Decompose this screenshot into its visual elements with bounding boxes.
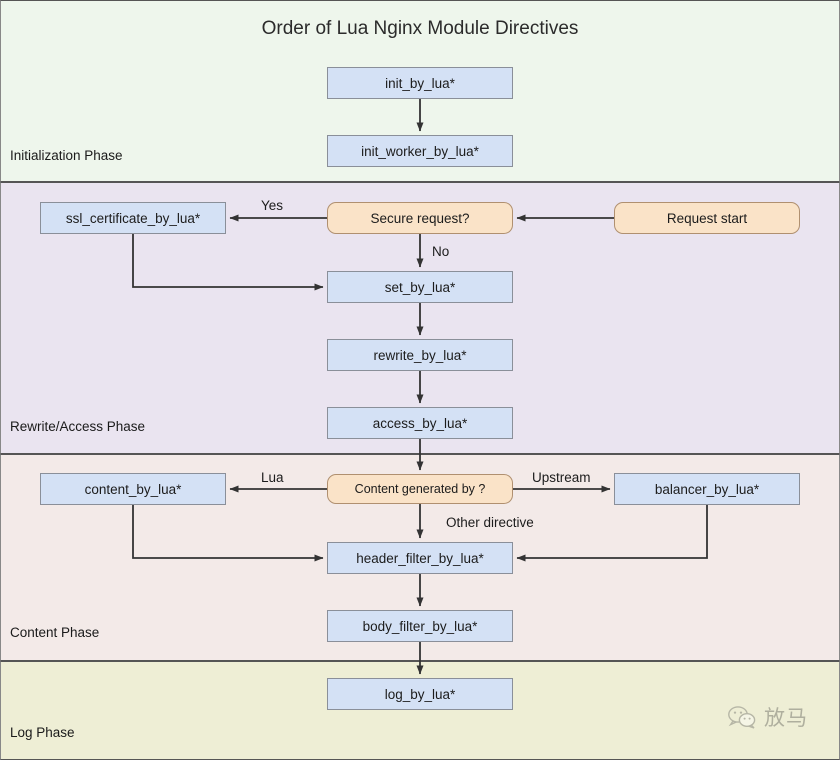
node-content-by-lua[interactable]: content_by_lua*: [40, 473, 226, 505]
node-log-by-lua[interactable]: log_by_lua*: [327, 678, 513, 710]
page-title: Order of Lua Nginx Module Directives: [261, 18, 579, 39]
wechat-icon: [728, 706, 756, 729]
node-init-worker-by-lua[interactable]: init_worker_by_lua*: [327, 135, 513, 167]
edge-label-upstream: Upstream: [532, 470, 591, 485]
node-access-by-lua[interactable]: access_by_lua*: [327, 407, 513, 439]
phase-label-log: Log Phase: [10, 725, 75, 740]
phase-label-initialization: Initialization Phase: [10, 148, 123, 163]
node-header-filter-by-lua[interactable]: header_filter_by_lua*: [327, 542, 513, 574]
node-secure-request[interactable]: Secure request?: [327, 202, 513, 234]
node-request-start[interactable]: Request start: [614, 202, 800, 234]
node-set-by-lua[interactable]: set_by_lua*: [327, 271, 513, 303]
phase-label-rewrite-access: Rewrite/Access Phase: [10, 419, 146, 434]
edge-label-yes: Yes: [261, 198, 284, 213]
edge-label-other-directive: Other directive: [446, 515, 534, 530]
wechat-watermark: 放马: [727, 702, 808, 732]
phase-band-log: [0, 661, 840, 760]
edge-label-lua: Lua: [261, 470, 284, 485]
node-init-by-lua[interactable]: init_by_lua*: [327, 67, 513, 99]
edge-label-no: No: [432, 244, 450, 259]
node-balancer-by-lua[interactable]: balancer_by_lua*: [614, 473, 800, 505]
watermark-text: 放马: [764, 707, 808, 730]
phase-label-content: Content Phase: [10, 625, 100, 640]
node-ssl-certificate-by-lua[interactable]: ssl_certificate_by_lua*: [40, 202, 226, 234]
node-content-generated-by[interactable]: Content generated by ?: [327, 474, 513, 504]
node-body-filter-by-lua[interactable]: body_filter_by_lua*: [327, 610, 513, 642]
node-rewrite-by-lua[interactable]: rewrite_by_lua*: [327, 339, 513, 371]
